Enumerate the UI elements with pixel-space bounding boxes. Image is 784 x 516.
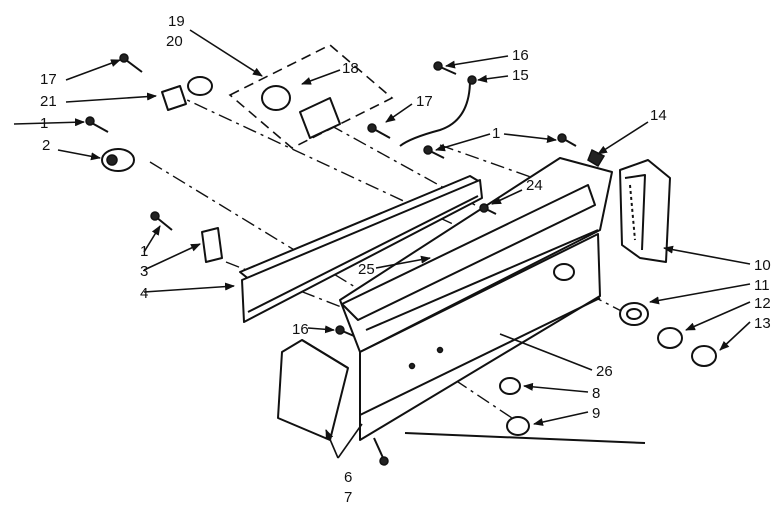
callout-6: 6 (344, 469, 352, 486)
callout-17: 17 (40, 71, 57, 88)
callout-20: 20 (166, 33, 183, 50)
control-panel (339, 157, 613, 441)
callout-3: 3 (140, 263, 148, 280)
callout-15: 15 (512, 67, 529, 84)
side-bracket (619, 159, 671, 263)
subassembly-box (228, 44, 394, 149)
callout-21: 21 (40, 93, 57, 110)
callout-17: 17 (416, 93, 433, 110)
callout-11: 11 (754, 277, 770, 294)
leader-lines (13, 29, 751, 459)
callout-14: 14 (650, 107, 667, 124)
callout-7: 7 (344, 489, 352, 506)
callout-19: 19 (168, 13, 185, 30)
callout-8: 8 (592, 385, 600, 402)
callout-24: 24 (526, 177, 543, 194)
callout-18: 18 (342, 60, 359, 77)
callout-16: 16 (512, 47, 529, 64)
callout-9: 9 (592, 405, 600, 422)
callout-13: 13 (754, 315, 771, 332)
callout-1: 1 (492, 125, 500, 142)
mounting-rail (239, 175, 483, 323)
callout-10: 10 (754, 257, 771, 274)
callout-2: 2 (42, 137, 50, 154)
callout-labels: 19 20 18 17 21 1 2 16 15 17 1 14 24 1 3 … (40, 13, 771, 506)
callout-1: 1 (140, 243, 148, 260)
callout-16: 16 (292, 321, 309, 338)
end-cap (277, 339, 349, 441)
callout-4: 4 (140, 285, 148, 302)
callout-25: 25 (358, 261, 375, 278)
callout-26: 26 (596, 363, 613, 380)
baseline (404, 432, 646, 444)
callout-12: 12 (754, 295, 771, 312)
small-parts (85, 53, 717, 466)
callout-1: 1 (40, 115, 48, 132)
